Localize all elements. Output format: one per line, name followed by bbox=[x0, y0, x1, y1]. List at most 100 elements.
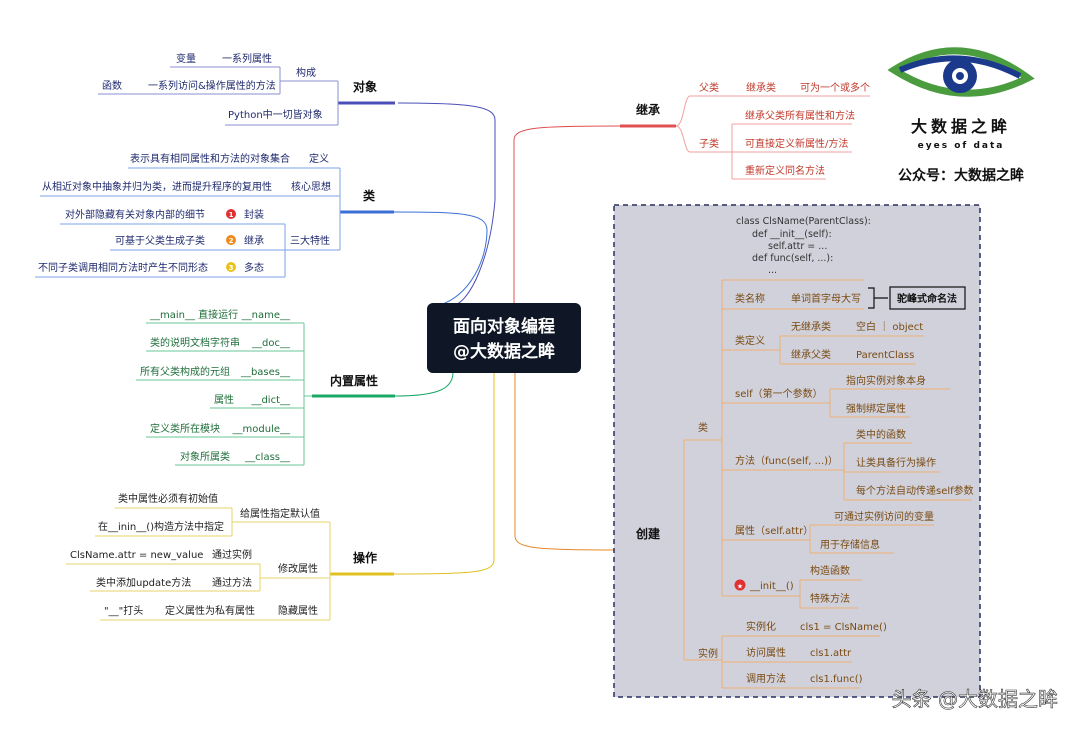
class-f1-name: 封装 bbox=[244, 208, 264, 221]
link-center-object bbox=[397, 102, 496, 306]
builtin-title: 内置属性 bbox=[330, 373, 378, 388]
inherit-title: 继承 bbox=[636, 102, 660, 117]
create-def-a: 无继承类 bbox=[791, 320, 831, 333]
brand-sub: eyes of data bbox=[918, 141, 1005, 151]
create-attr-a: 可通过实例访问的变量 bbox=[834, 510, 934, 523]
builtin-desc: 属性 bbox=[214, 393, 234, 406]
inherit-parent-a: 继承类 bbox=[746, 81, 776, 94]
ops-modify-b: 通过方法 bbox=[212, 576, 252, 589]
code-line-1: class ClsName(ParentClass): bbox=[736, 216, 871, 227]
ops-hidden-label: 隐藏属性 bbox=[278, 604, 318, 617]
inherit-parent: 父类 bbox=[699, 81, 719, 94]
create-method-a: 类中的函数 bbox=[856, 428, 906, 441]
create-attr-b: 用于存储信息 bbox=[820, 538, 880, 551]
create-init-label: __init__() bbox=[749, 581, 794, 592]
ops-modify-label: 修改属性 bbox=[278, 562, 318, 575]
ops-modify-a-desc: ClsName.attr = new_value bbox=[70, 550, 203, 561]
create-inst-c: 调用方法 bbox=[746, 672, 786, 685]
svg-text:1: 1 bbox=[229, 211, 234, 219]
object-func: 函数 bbox=[102, 79, 122, 92]
builtin-name: __doc__ bbox=[251, 338, 291, 349]
builtin-name: __class__ bbox=[244, 452, 291, 463]
code-line-4: def func(self, ...): bbox=[752, 253, 833, 264]
create-inst-b: 访问属性 bbox=[746, 646, 786, 659]
ops-hidden-desc: "__"打头 bbox=[104, 604, 143, 617]
create-title: 创建 bbox=[635, 526, 661, 541]
ops-default-b: 在__inin__()构造方法中指定 bbox=[98, 520, 224, 533]
create-init-a: 构造函数 bbox=[810, 564, 850, 577]
svg-text:2: 2 bbox=[229, 237, 234, 245]
create-branch-lines bbox=[683, 279, 972, 689]
create-inst-c-val: cls1.func() bbox=[810, 674, 863, 685]
number-badge-1 bbox=[226, 209, 236, 219]
create-attr-label: 属性（self.attr） bbox=[735, 524, 813, 537]
builtin-name: __name__ bbox=[241, 310, 291, 321]
ops-modify-a: 通过实例 bbox=[212, 548, 252, 561]
create-cls-label: 类 bbox=[698, 421, 708, 434]
create-def-label: 类定义 bbox=[735, 334, 765, 347]
number-badge-2 bbox=[226, 235, 236, 245]
builtin-desc: 定义类所在模块 bbox=[150, 422, 220, 435]
object-var-desc: 一系列属性 bbox=[222, 52, 272, 65]
class-f3-desc: 不同子类调用相同方法时产生不同形态 bbox=[38, 261, 208, 274]
builtin-name: __bases__ bbox=[240, 367, 291, 378]
create-inst-b-val: cls1.attr bbox=[810, 648, 852, 659]
center-line2: @大数据之眸 bbox=[453, 341, 555, 362]
create-def-a-val: 空白 ｜ object bbox=[856, 320, 923, 333]
link-center-ops bbox=[393, 372, 495, 575]
object-title: 对象 bbox=[353, 79, 377, 94]
center-node bbox=[427, 303, 581, 373]
create-panel bbox=[613, 204, 981, 698]
builtin-desc: 所有父类构成的元组 bbox=[140, 365, 230, 378]
builtin-desc: __main__ 直接运行 bbox=[149, 308, 238, 321]
builtin-name: __module__ bbox=[232, 424, 291, 435]
builtin-desc: 对象所属类 bbox=[180, 450, 230, 463]
link-center-class bbox=[393, 211, 488, 306]
camel-box bbox=[889, 286, 966, 310]
object-compose: 构成 bbox=[296, 66, 316, 79]
object-python: Python中一切皆对象 bbox=[228, 108, 323, 121]
class-f3-name: 多态 bbox=[244, 261, 264, 274]
class-core-label: 核心思想 bbox=[291, 180, 331, 193]
object-func-desc: 一系列访问&操作属性的方法 bbox=[148, 79, 276, 92]
inherit-child-1: 继承父类所有属性和方法 bbox=[745, 109, 855, 122]
create-inst-label: 实例 bbox=[698, 647, 718, 660]
create-self-b: 强制绑定属性 bbox=[846, 402, 906, 415]
brand-logo: 大数据之眸 eyes of data 公众号：大数据之眸 bbox=[887, 47, 1035, 184]
class-f2-name: 继承 bbox=[244, 234, 264, 247]
ops-hidden-mid: 定义属性为私有属性 bbox=[165, 604, 255, 617]
class-core-desc: 从相近对象中抽象并归为类，进而提升程序的复用性 bbox=[42, 180, 272, 193]
create-inst-a-val: cls1 = ClsName() bbox=[800, 622, 887, 633]
star-badge-icon bbox=[734, 579, 746, 591]
create-self-label: self（第一个参数） bbox=[735, 387, 823, 400]
svg-text:★: ★ bbox=[737, 583, 743, 591]
class-branch-lines bbox=[35, 167, 341, 278]
camel-bracket bbox=[868, 287, 888, 309]
watermark: 头条 @大数据之眸 bbox=[892, 687, 1058, 711]
create-init-b: 特殊方法 bbox=[810, 592, 850, 605]
object-var: 变量 bbox=[176, 52, 196, 65]
ops-modify-b-desc: 类中添加update方法 bbox=[96, 576, 191, 589]
code-line-5: ... bbox=[768, 265, 777, 276]
create-inst-a: 实例化 bbox=[746, 620, 776, 633]
create-name-label: 类名称 bbox=[735, 292, 765, 305]
inherit-branch-lines bbox=[675, 95, 870, 180]
class-three-label: 三大特性 bbox=[290, 234, 330, 247]
class-f2-desc: 可基于父类生成子类 bbox=[115, 234, 205, 247]
number-badge-3 bbox=[226, 262, 236, 272]
camel-label: 驼峰式命名法 bbox=[897, 292, 957, 305]
brand-name: 大数据之眸 bbox=[911, 117, 1011, 136]
eye-lid-icon bbox=[898, 55, 1022, 79]
class-f1-desc: 对外部隐藏有关对象内部的细节 bbox=[65, 208, 205, 221]
code-line-3: self.attr = ... bbox=[768, 241, 827, 252]
ops-default-label: 给属性指定默认值 bbox=[240, 507, 320, 520]
link-center-inherit bbox=[513, 125, 621, 331]
object-branch-lines bbox=[98, 66, 339, 126]
class-def-desc: 表示具有相同属性和方法的对象集合 bbox=[130, 152, 290, 165]
inherit-parent-b: 可为一个或多个 bbox=[800, 81, 870, 94]
create-method-b: 让类具备行为操作 bbox=[856, 456, 936, 469]
code-line-2: def __init__(self): bbox=[752, 229, 832, 240]
class-title: 类 bbox=[363, 188, 376, 203]
center-line1: 面向对象编程 bbox=[453, 316, 555, 337]
